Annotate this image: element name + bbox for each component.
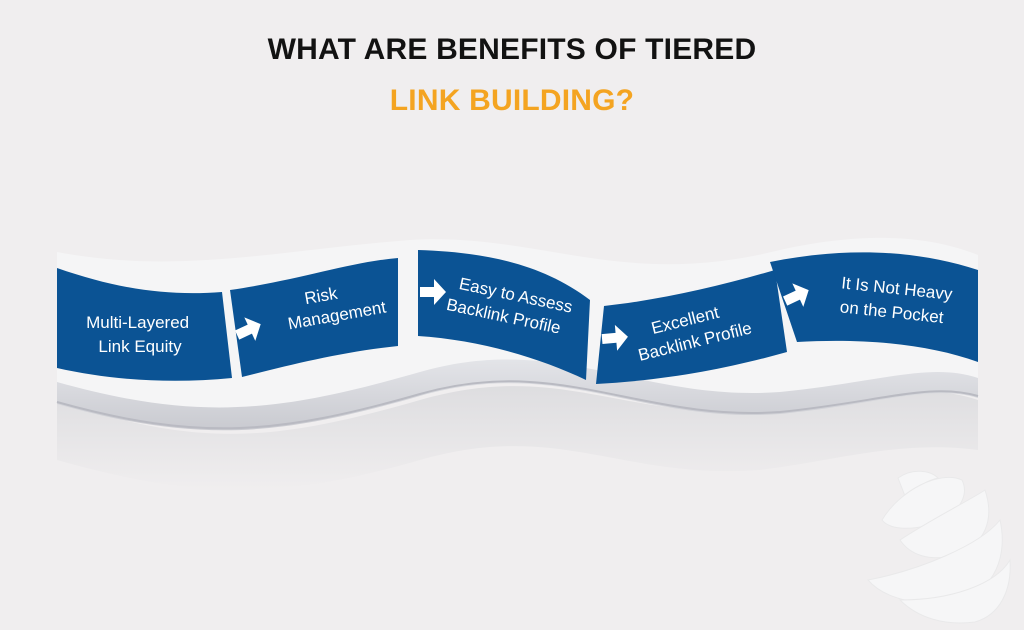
right-arrow-icon xyxy=(601,324,628,351)
striped-globe-logo xyxy=(867,470,1011,624)
step-panel-2: Risk Management xyxy=(230,258,398,377)
ribbon-edge-line xyxy=(56,380,979,430)
step-panel-3: Easy to Assess Backlink Profile xyxy=(418,250,590,380)
page-title: WHAT ARE BENEFITS OF TIERED xyxy=(267,33,757,66)
right-arrow-icon xyxy=(420,279,446,305)
step-panel-5: It Is Not Heavy on the Pocket xyxy=(770,252,978,362)
step-1-text: Multi-Layered Link Equity xyxy=(86,313,194,356)
right-arrow-icon xyxy=(235,317,261,341)
right-arrow-icon xyxy=(783,283,809,307)
page-subtitle: LINK BUILDING? xyxy=(389,84,635,117)
step-panel-4: Excellent Backlink Profile xyxy=(596,270,787,384)
step-panel-1: Multi-Layered Link Equity xyxy=(57,268,232,381)
step-3-text: Easy to Assess Backlink Profile xyxy=(445,272,579,340)
